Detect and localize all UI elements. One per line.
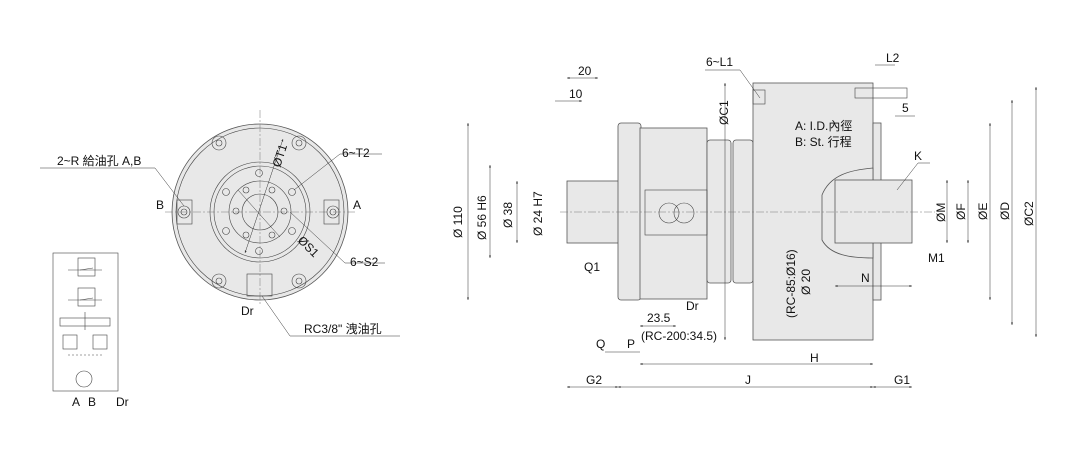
dim-23-5: 23.5 xyxy=(647,311,671,325)
m1-label: M1 xyxy=(928,251,945,265)
e-label: ØE xyxy=(976,203,990,220)
circuit-a-label: A xyxy=(72,395,80,409)
dim-10: 10 xyxy=(569,87,583,101)
t1-label: ØT1 xyxy=(270,142,291,169)
dim-20: 20 xyxy=(578,64,592,78)
hydraulic-circuit: A B Dr xyxy=(52,252,129,409)
p-label: P xyxy=(627,337,635,351)
dr-label: Dr xyxy=(686,299,699,313)
port-a-label: A xyxy=(353,198,361,212)
drain-label: Dr xyxy=(241,304,254,318)
l2-label: L2 xyxy=(886,51,900,65)
rc85-label: (RC-85:Ø16) xyxy=(784,249,798,318)
k-label: K xyxy=(914,149,922,163)
side-view: 20 10 6~L1 ØC1 L2 5 A: I.D.內徑 B: St. 行程 … xyxy=(451,51,1037,388)
note-id: A: I.D.內徑 xyxy=(795,119,852,133)
front-view: 2~R 給油孔 A,B B A ØT1 6~T2 ØS1 6~S2 Dr RC3… xyxy=(40,110,400,337)
d110-label: Ø 110 xyxy=(451,206,465,238)
dim-5: 5 xyxy=(902,101,909,115)
m-label: ØM xyxy=(934,203,948,222)
d56-label: Ø 56 H6 xyxy=(475,195,489,240)
drain-port-label: RC3/8" 洩油孔 xyxy=(304,322,382,336)
circuit-dr-label: Dr xyxy=(116,395,129,409)
h-label: H xyxy=(810,351,819,365)
t2-label: 6~T2 xyxy=(342,146,370,160)
q-label: Q xyxy=(596,337,605,351)
f-label: ØF xyxy=(954,203,968,220)
j-label: J xyxy=(745,373,751,387)
port-b-boss xyxy=(176,199,193,225)
d-label: ØD xyxy=(998,202,1012,220)
cylinder-body xyxy=(639,127,708,300)
front-flange xyxy=(617,122,642,301)
c1-label: ØC1 xyxy=(717,100,731,125)
circuit-b-label: B xyxy=(88,395,96,409)
q1-label: Q1 xyxy=(584,260,600,274)
port-b-label: B xyxy=(156,198,164,212)
n-label: N xyxy=(861,271,870,285)
g1-label: G1 xyxy=(894,373,910,387)
oil-supply-label: 2~R 給油孔 A,B xyxy=(57,154,141,168)
s2-label: 6~S2 xyxy=(350,255,379,269)
d38-label: Ø 38 xyxy=(501,202,515,228)
d24-label: Ø 24 H7 xyxy=(531,191,545,236)
rotary-joint-bore xyxy=(834,179,913,244)
drain-port xyxy=(246,273,273,297)
c2-label: ØC2 xyxy=(1022,201,1036,226)
l1-label: 6~L1 xyxy=(706,55,733,69)
note-stroke: B: St. 行程 xyxy=(795,134,852,149)
d20-label: Ø 20 xyxy=(799,269,813,295)
rc200-label: (RC-200:34.5) xyxy=(641,329,717,343)
g2-label: G2 xyxy=(586,373,602,387)
